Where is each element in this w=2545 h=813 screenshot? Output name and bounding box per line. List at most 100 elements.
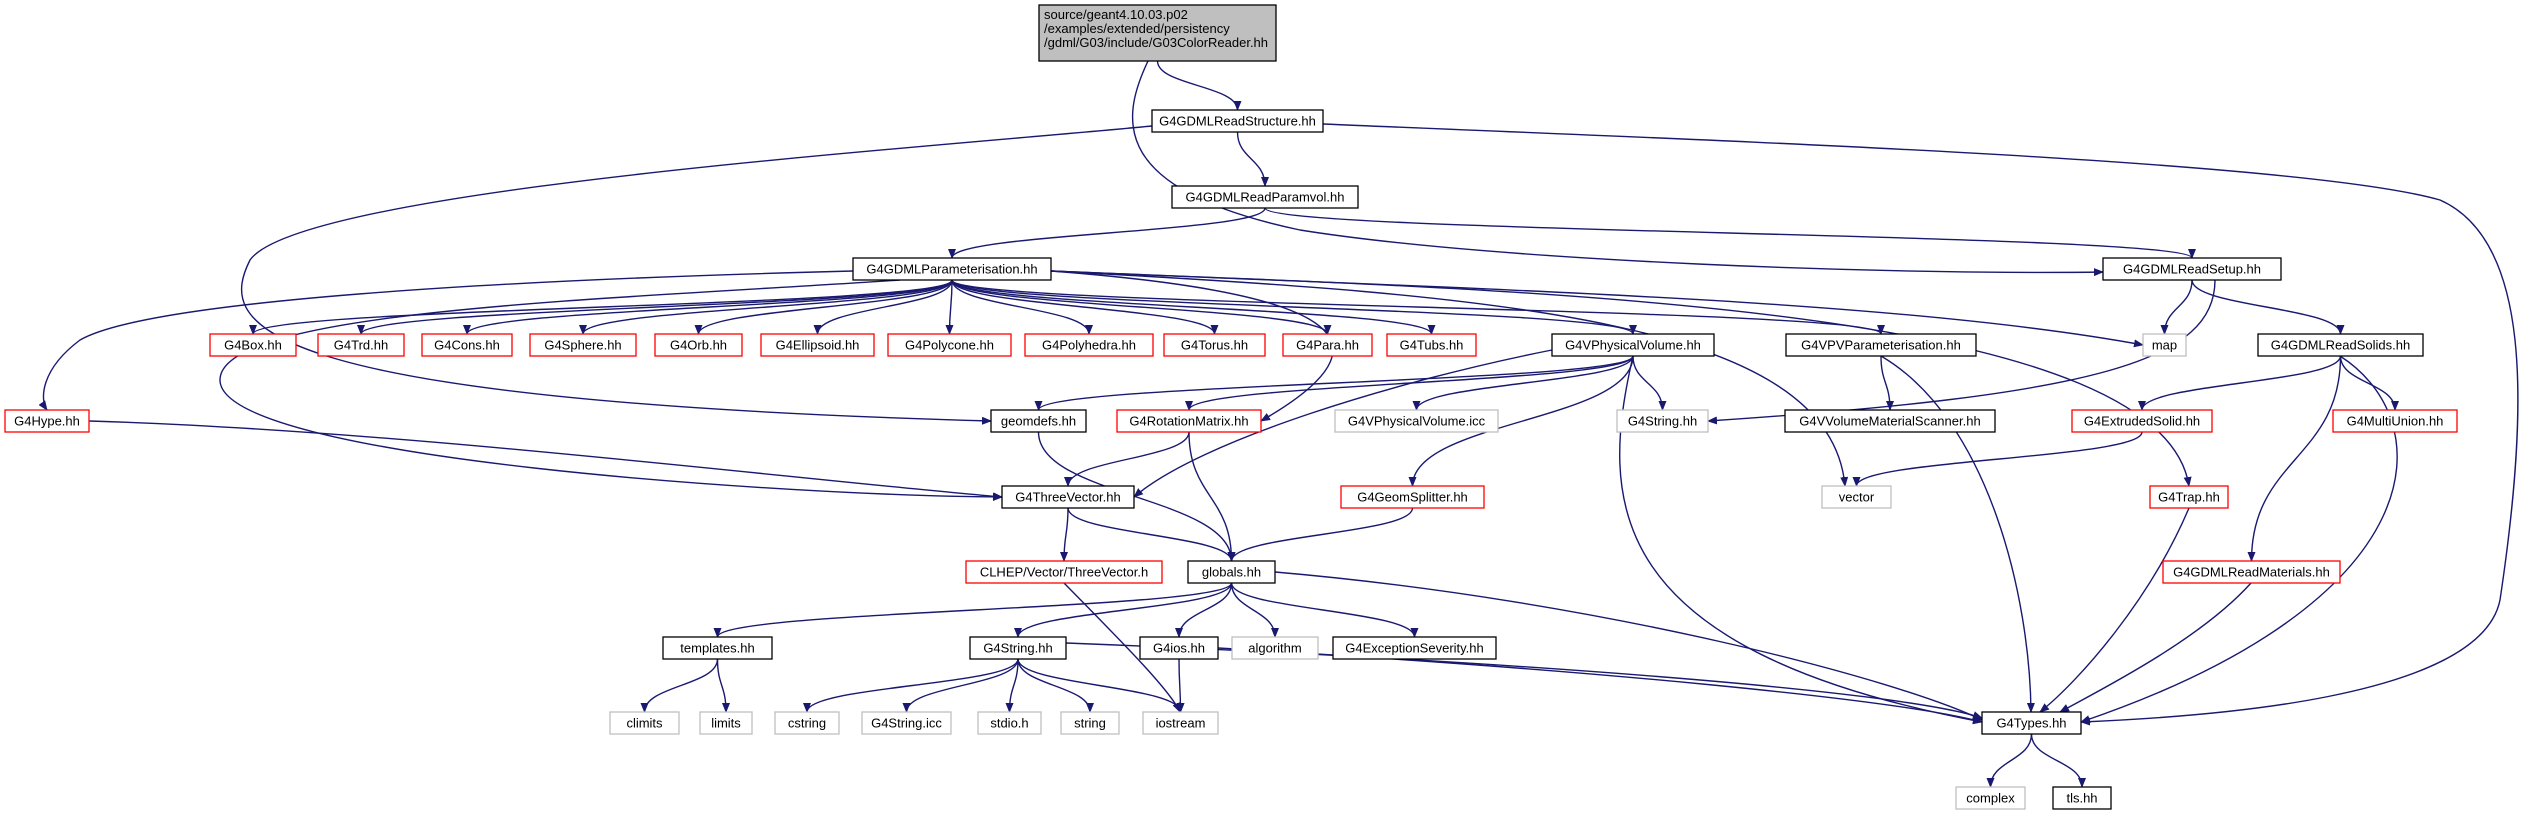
edge-parameterisation-to-polycone — [945, 279, 954, 335]
edge-g4stringhh-to-iostream — [1017, 658, 1185, 713]
node-cons[interactable]: G4Cons.hh — [421, 333, 513, 357]
node-geomdefs[interactable]: geomdefs.hh — [990, 409, 1087, 433]
edge-pvparam-to-volmatscanner — [1880, 355, 1894, 411]
edge-physvol-to-threevector — [1133, 349, 1553, 498]
node-ellipsoid[interactable]: G4Ellipsoid.hh — [760, 333, 875, 357]
node-box-extrudedsolid — [2071, 409, 2213, 433]
edge-pvparam-to-types — [1880, 355, 2035, 713]
node-label: G4GDMLReadSolids.hh — [2271, 338, 2410, 353]
node-label: iostream — [1156, 716, 1206, 731]
node-box-templates — [662, 636, 773, 660]
node-clhepthree[interactable]: CLHEP/Vector/ThreeVector.h — [965, 560, 1163, 584]
node-box-trap — [2149, 485, 2229, 509]
edge-readstructure-to-geomdefs — [240, 125, 1153, 425]
node-box-stringicc — [861, 711, 952, 735]
node-label: map — [2152, 338, 2177, 353]
node-box[interactable]: G4Box.hh — [209, 333, 297, 357]
node-complex: complex — [1955, 786, 2026, 810]
node-excseverity[interactable]: G4ExceptionSeverity.hh — [1332, 636, 1497, 660]
node-volmatscanner[interactable]: G4VVolumeMaterialScanner.hh — [1784, 409, 1996, 433]
node-box-rotmatrix — [1116, 409, 1262, 433]
node-box-iostream — [1142, 711, 1219, 735]
node-label: G4Tubs.hh — [1400, 338, 1464, 353]
node-tls[interactable]: tls.hh — [2052, 786, 2112, 810]
edge-readstructure-to-readparamvol — [1236, 131, 1269, 187]
node-extrudedsolid[interactable]: G4ExtrudedSolid.hh — [2071, 409, 2213, 433]
edge-templates-to-limits — [716, 658, 730, 713]
node-label: CLHEP/Vector/ThreeVector.h — [980, 565, 1148, 580]
edge-g4stringhh-to-stringicc — [902, 658, 1019, 713]
edge-parameterisation-to-threevector — [219, 279, 1003, 501]
edge-globals-to-g4stringhh — [1014, 582, 1233, 638]
node-label: string — [1074, 716, 1106, 731]
node-globals[interactable]: globals.hh — [1187, 560, 1276, 584]
node-label: geomdefs.hh — [1001, 414, 1076, 429]
edge-parameterisation-to-cons — [463, 279, 953, 335]
node-g4ios[interactable]: G4ios.hh — [1139, 636, 1219, 660]
node-physvol[interactable]: G4VPhysicalVolume.hh — [1551, 333, 1715, 357]
node-trd[interactable]: G4Trd.hh — [317, 333, 405, 357]
edge-readsetup-to-map — [2160, 279, 2193, 335]
node-readparamvol[interactable]: G4GDMLReadParamvol.hh — [1171, 185, 1359, 209]
node-polyhedra[interactable]: G4Polyhedra.hh — [1024, 333, 1154, 357]
node-readsolids[interactable]: G4GDMLReadSolids.hh — [2257, 333, 2424, 357]
node-iostream: iostream — [1142, 711, 1219, 735]
edge-g4ios-to-iostream — [1176, 658, 1185, 713]
node-pvparam[interactable]: G4VPVParameterisation.hh — [1785, 333, 1977, 357]
node-physvolicc: G4VPhysicalVolume.icc — [1334, 409, 1499, 433]
node-hype[interactable]: G4Hype.hh — [4, 409, 90, 433]
edge-parameterisation-to-sphere — [579, 279, 953, 335]
node-multiunion[interactable]: G4MultiUnion.hh — [2332, 409, 2458, 433]
edge-clhepthree-to-iostream — [1063, 582, 1181, 713]
node-box-tubs — [1386, 333, 1477, 357]
node-label: algorithm — [1248, 641, 1301, 656]
node-label: G4ThreeVector.hh — [1015, 490, 1121, 505]
node-algorithm: algorithm — [1231, 636, 1319, 660]
node-para[interactable]: G4Para.hh — [1282, 333, 1373, 357]
node-polycone[interactable]: G4Polycone.hh — [887, 333, 1012, 357]
node-torus[interactable]: G4Torus.hh — [1163, 333, 1266, 357]
node-g4stringhh[interactable]: G4String.hh — [969, 636, 1067, 660]
node-root[interactable]: source/geant4.10.03.p02/examples/extende… — [1038, 4, 1277, 62]
node-label: G4GDMLReadStructure.hh — [1159, 114, 1316, 129]
node-threevector[interactable]: G4ThreeVector.hh — [1001, 485, 1135, 509]
edge-threevector-to-clhepthree — [1060, 507, 1069, 562]
node-box-physvol — [1551, 333, 1715, 357]
node-label: stdio.h — [990, 716, 1028, 731]
node-templates[interactable]: templates.hh — [662, 636, 773, 660]
node-trap[interactable]: G4Trap.hh — [2149, 485, 2229, 509]
node-readsetup[interactable]: G4GDMLReadSetup.hh — [2102, 257, 2282, 281]
edge-rotmatrix-to-threevector — [1064, 431, 1190, 487]
node-label: G4GDMLParameterisation.hh — [866, 262, 1037, 277]
edge-parameterisation-to-para — [951, 279, 1332, 335]
edge-extrudedsolid-to-vector — [1852, 431, 2143, 487]
node-readmaterials[interactable]: G4GDMLReadMaterials.hh — [2162, 560, 2341, 584]
edge-types-to-tls — [2030, 733, 2086, 788]
node-box-climits — [609, 711, 680, 735]
node-sphere[interactable]: G4Sphere.hh — [529, 333, 637, 357]
node-label: limits — [711, 716, 741, 731]
node-label: G4RotationMatrix.hh — [1129, 414, 1248, 429]
edge-readparamvol-to-readsetup — [1264, 207, 2196, 259]
node-readstructure[interactable]: G4GDMLReadStructure.hh — [1151, 109, 1324, 133]
node-orb[interactable]: G4Orb.hh — [654, 333, 743, 357]
node-label: G4Ellipsoid.hh — [776, 338, 860, 353]
node-box-map — [2142, 333, 2187, 357]
node-tubs[interactable]: G4Tubs.hh — [1386, 333, 1477, 357]
node-box-box — [209, 333, 297, 357]
node-types[interactable]: G4Types.hh — [1981, 711, 2082, 735]
node-box-g4ios — [1139, 636, 1219, 660]
node-label: G4ExtrudedSolid.hh — [2084, 414, 2200, 429]
node-box-ellipsoid — [760, 333, 875, 357]
node-label-line: /gdml/G03/include/G03ColorReader.hh — [1044, 35, 1268, 50]
node-rotmatrix[interactable]: G4RotationMatrix.hh — [1116, 409, 1262, 433]
node-geomsplitter[interactable]: G4GeomSplitter.hh — [1340, 485, 1485, 509]
node-label: G4Trap.hh — [2158, 490, 2220, 505]
node-label: G4Orb.hh — [670, 338, 727, 353]
node-parameterisation[interactable]: G4GDMLParameterisation.hh — [852, 257, 1052, 281]
node-label: G4Sphere.hh — [544, 338, 621, 353]
node-label: G4ExceptionSeverity.hh — [1345, 641, 1484, 656]
edge-readmaterials-to-types — [2059, 582, 2252, 713]
node-box-para — [1282, 333, 1373, 357]
edge-physvol-to-g4string — [1632, 355, 1667, 411]
